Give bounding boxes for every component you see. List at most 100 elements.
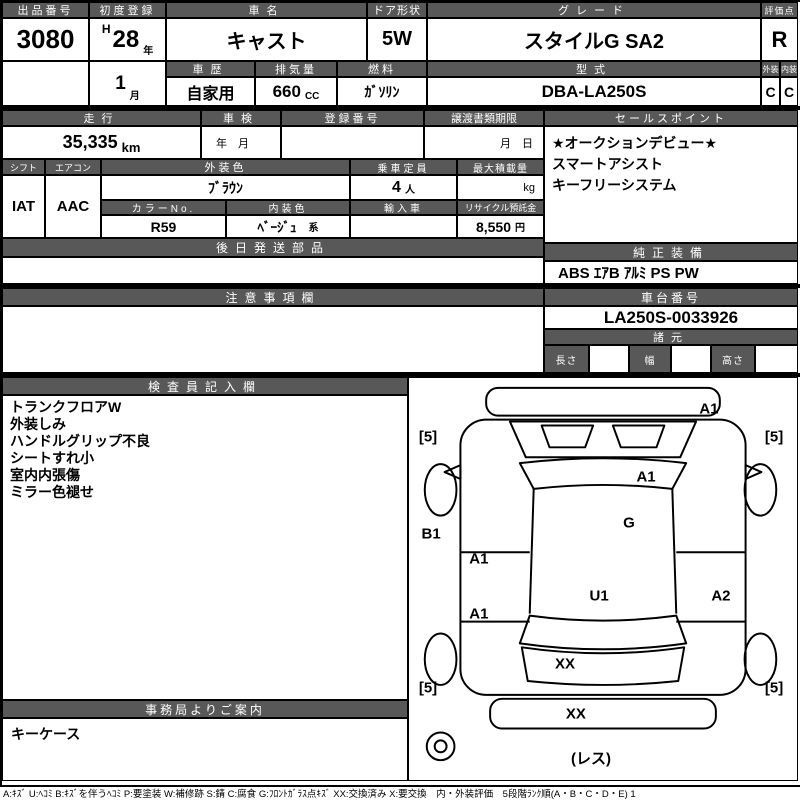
front-bumper bbox=[485, 386, 721, 417]
sales-point-line: キーフリーシステム bbox=[552, 177, 677, 193]
score-value: R bbox=[761, 18, 798, 61]
color-number-value: R59 bbox=[101, 215, 226, 238]
inspector-note-line: シートすれ小 bbox=[10, 450, 94, 466]
model-code-value: DBA-LA250S bbox=[427, 77, 761, 106]
displacement-label: 排気量 bbox=[255, 61, 337, 77]
mileage-unit: km bbox=[121, 140, 141, 155]
year-number: 28 bbox=[112, 25, 140, 53]
transfer-deadline-value: 月 日 bbox=[424, 126, 544, 159]
damage-mark: (レス) bbox=[570, 750, 611, 768]
first-registration-year: H 28 年 bbox=[89, 18, 166, 61]
damage-mark: A1 bbox=[636, 468, 656, 486]
cabin-sides bbox=[528, 488, 678, 614]
import-car-value bbox=[350, 215, 457, 238]
transfer-deadline-label: 譲渡書類期限 bbox=[424, 110, 544, 126]
displacement-unit: CC bbox=[304, 91, 320, 102]
factory-equipment-label: 純正装備 bbox=[544, 243, 798, 261]
caution-notes-label: 注意事項欄 bbox=[2, 288, 544, 306]
month-suffix: 月 bbox=[129, 91, 140, 102]
section-divider bbox=[0, 106, 800, 110]
later-parts-label: 後日発送部品 bbox=[2, 238, 544, 257]
headlight-left bbox=[540, 424, 595, 449]
office-info-label: 事務局よりご案内 bbox=[2, 700, 408, 718]
import-car-label: 輸入車 bbox=[350, 200, 457, 215]
exterior-color-value: ﾌﾞﾗｳﾝ bbox=[101, 175, 350, 200]
history-value: 自家用 bbox=[166, 77, 255, 106]
wheel-rear-left bbox=[423, 632, 458, 686]
displacement-value: 660 CC bbox=[255, 77, 337, 106]
damage-mark: XX bbox=[554, 655, 575, 673]
interior-grade-label: 内装 bbox=[780, 61, 798, 77]
exterior-grade-value: C bbox=[761, 77, 780, 106]
history-label: 車歴 bbox=[166, 61, 255, 77]
wheel-front-left bbox=[423, 463, 458, 517]
fuel-value: ｶﾞｿﾘﾝ bbox=[337, 77, 427, 106]
specs-label: 諸元 bbox=[544, 329, 798, 345]
interior-color-label: 内装色 bbox=[226, 200, 350, 215]
spare-tire bbox=[425, 731, 456, 762]
shift-value: IAT bbox=[2, 175, 45, 238]
wheel-rear-right bbox=[743, 632, 778, 686]
inspector-note-line: 室内内張傷 bbox=[10, 467, 80, 483]
month-number: 1 bbox=[115, 72, 126, 94]
fuel-label: 燃料 bbox=[337, 61, 427, 77]
office-info-area: キーケース bbox=[2, 718, 408, 781]
auction-number-empty-cell bbox=[2, 61, 89, 106]
damage-mark: [5] bbox=[764, 428, 784, 446]
hood bbox=[508, 420, 698, 459]
capacity-number: 4 bbox=[392, 178, 401, 196]
interior-grade-value: C bbox=[780, 77, 798, 106]
chassis-number-label: 車台番号 bbox=[544, 288, 798, 306]
year-suffix: 年 bbox=[143, 46, 154, 57]
inspection-label: 車検 bbox=[201, 110, 281, 126]
interior-color-value: ﾍﾞｰｼﾞｭ 系 bbox=[226, 215, 350, 238]
sales-points-label: セールスポイント bbox=[544, 110, 798, 126]
damage-mark: [5] bbox=[418, 428, 438, 446]
damage-mark: B1 bbox=[421, 525, 441, 543]
door-shape-value: 5W bbox=[367, 18, 427, 61]
damage-mark: A1 bbox=[699, 400, 719, 418]
mirror-left bbox=[443, 464, 462, 480]
body-outline bbox=[459, 418, 747, 696]
displacement-number: 660 bbox=[272, 81, 301, 101]
trunk bbox=[520, 646, 686, 686]
recycle-amount: 8,550 bbox=[475, 218, 512, 235]
interior-color-name: ﾍﾞｰｼﾞｭ bbox=[257, 220, 297, 235]
model-code-label: 型式 bbox=[427, 61, 761, 77]
aircon-value: AAC bbox=[45, 175, 101, 238]
car-outline-svg bbox=[423, 386, 778, 762]
mirror-right bbox=[744, 464, 763, 480]
door-split-lines bbox=[460, 551, 746, 623]
rear-bumper bbox=[489, 697, 717, 730]
inspector-note-line: トランクフロアW bbox=[10, 399, 122, 415]
grade-label: グレード bbox=[427, 2, 761, 18]
spare-tire-inner bbox=[433, 739, 448, 754]
damage-mark: U1 bbox=[589, 587, 609, 605]
color-number-label: カラーNo. bbox=[101, 200, 226, 215]
inspector-note-line: ハンドルグリップ不良 bbox=[10, 433, 150, 449]
recycle-unit: 円 bbox=[515, 223, 526, 234]
rear-window bbox=[518, 614, 688, 651]
exterior-grade-label: 外装 bbox=[761, 61, 780, 77]
later-parts-value bbox=[2, 257, 544, 284]
max-load-value: kg bbox=[457, 175, 544, 200]
length-label: 長さ bbox=[544, 345, 589, 373]
capacity-unit: 人 bbox=[404, 185, 415, 196]
registration-number-value bbox=[281, 126, 424, 159]
chassis-number-value: LA250S-0033926 bbox=[544, 306, 798, 329]
damage-mark: A1 bbox=[469, 550, 489, 568]
width-label: 幅 bbox=[629, 345, 671, 373]
era-letter: H bbox=[101, 22, 111, 36]
section-divider bbox=[0, 284, 800, 288]
mileage-label: 走行 bbox=[2, 110, 201, 126]
first-registration-label: 初度登録 bbox=[89, 2, 166, 18]
exterior-color-label: 外装色 bbox=[101, 159, 350, 175]
sales-points-list: ★オークションデビュー★スマートアシストキーフリーシステム bbox=[544, 126, 798, 243]
factory-equipment-value: ABS ｴｱB ｱﾙﾐ PS PW bbox=[544, 261, 798, 284]
mileage-value: 35,335 km bbox=[2, 126, 201, 159]
headlight-right bbox=[611, 424, 666, 449]
score-label: 評価点 bbox=[761, 2, 798, 18]
car-name-label: 車名 bbox=[166, 2, 367, 18]
